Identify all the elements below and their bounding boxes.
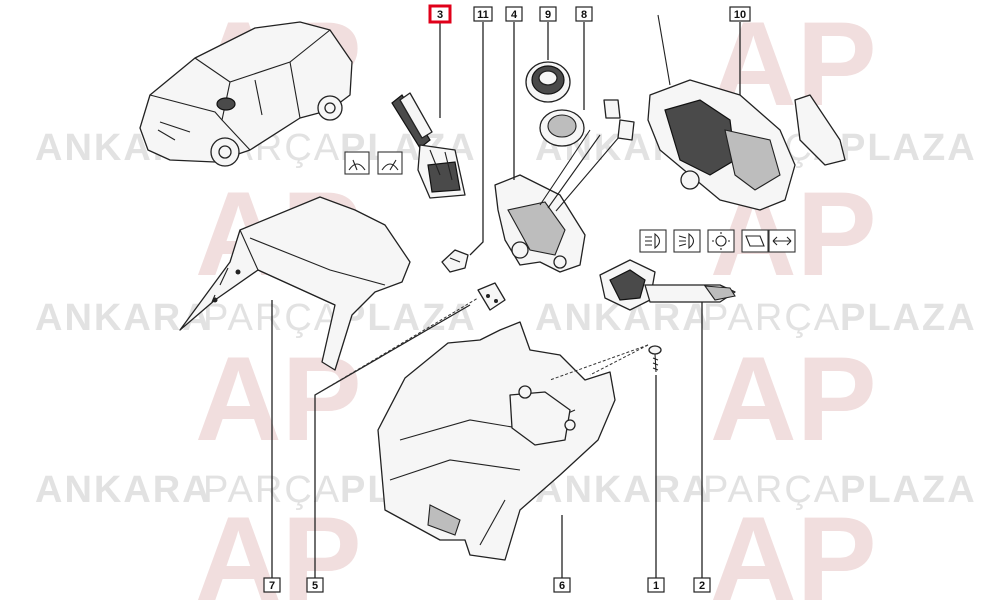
- watermark-word: PLAZA: [840, 469, 977, 511]
- callout-8[interactable]: 8: [575, 6, 593, 22]
- watermark-word: ANKARA: [35, 469, 212, 511]
- clip-part[interactable]: [441, 249, 469, 273]
- callout-label: 10: [734, 9, 746, 21]
- light-symbols: [639, 229, 796, 253]
- callout-label: 5: [312, 580, 318, 592]
- bracket-part[interactable]: [477, 282, 506, 311]
- callout-label: 6: [559, 580, 565, 592]
- steering-column[interactable]: [647, 14, 846, 211]
- wiper-front-icon: [344, 151, 370, 175]
- rotary-connector[interactable]: [494, 99, 635, 273]
- callout-label: 1: [653, 580, 659, 592]
- watermark-word: PARÇA: [203, 469, 341, 511]
- wiper-switch[interactable]: [391, 92, 466, 199]
- watermark-word: PLAZA: [840, 127, 977, 169]
- wiper-rear-icon: [377, 151, 403, 175]
- callout-label: 7: [269, 580, 275, 592]
- callout-10[interactable]: 10: [729, 6, 751, 22]
- parking-light-icon: [707, 229, 735, 253]
- contact-ring[interactable]: [539, 109, 585, 147]
- callout-label: 3: [437, 9, 443, 21]
- watermark-word: PLAZA: [840, 297, 977, 339]
- callout-5[interactable]: 5: [306, 577, 324, 593]
- fog-light-icon: [673, 229, 701, 253]
- callout-11[interactable]: 11: [473, 6, 493, 22]
- watermark-word: PARÇA: [203, 297, 341, 339]
- leader-lines: [271, 22, 741, 578]
- callout-3[interactable]: 3: [428, 4, 452, 24]
- upper-cowl-cover[interactable]: [179, 196, 411, 371]
- callout-label: 9: [545, 9, 551, 21]
- callout-6[interactable]: 6: [553, 577, 571, 593]
- horn-icon: [741, 229, 769, 253]
- car-illustration: [139, 21, 353, 167]
- callout-7[interactable]: 7: [263, 577, 281, 593]
- watermark-logo: AP: [710, 492, 877, 600]
- screw[interactable]: [648, 345, 662, 373]
- watermark-logo: AP: [710, 332, 877, 466]
- watermark-word: PARÇA: [703, 469, 841, 511]
- horn-ring[interactable]: [525, 61, 571, 103]
- callout-4[interactable]: 4: [505, 6, 523, 22]
- low-beam-icon: [639, 229, 667, 253]
- callout-1[interactable]: 1: [647, 577, 665, 593]
- wiper-symbols: [344, 151, 403, 175]
- lower-cowl-cover[interactable]: [377, 321, 616, 561]
- callout-2[interactable]: 2: [693, 577, 711, 593]
- callout-label: 8: [581, 9, 587, 21]
- callout-9[interactable]: 9: [539, 6, 557, 22]
- light-switch[interactable]: [599, 259, 736, 311]
- callout-label: 11: [477, 9, 489, 21]
- watermark-word: PARÇA: [703, 297, 841, 339]
- watermark-layer: AP AP AP AP AP AP AP AP ANKARA PARÇA PLA…: [35, 0, 977, 600]
- callouts: 3 11 4 9 8 10 7 5: [263, 4, 751, 593]
- callout-label: 4: [511, 9, 518, 21]
- watermark-word: ANKARA: [35, 297, 212, 339]
- watermark-word: ANKARA: [535, 469, 712, 511]
- callout-label: 2: [699, 580, 705, 592]
